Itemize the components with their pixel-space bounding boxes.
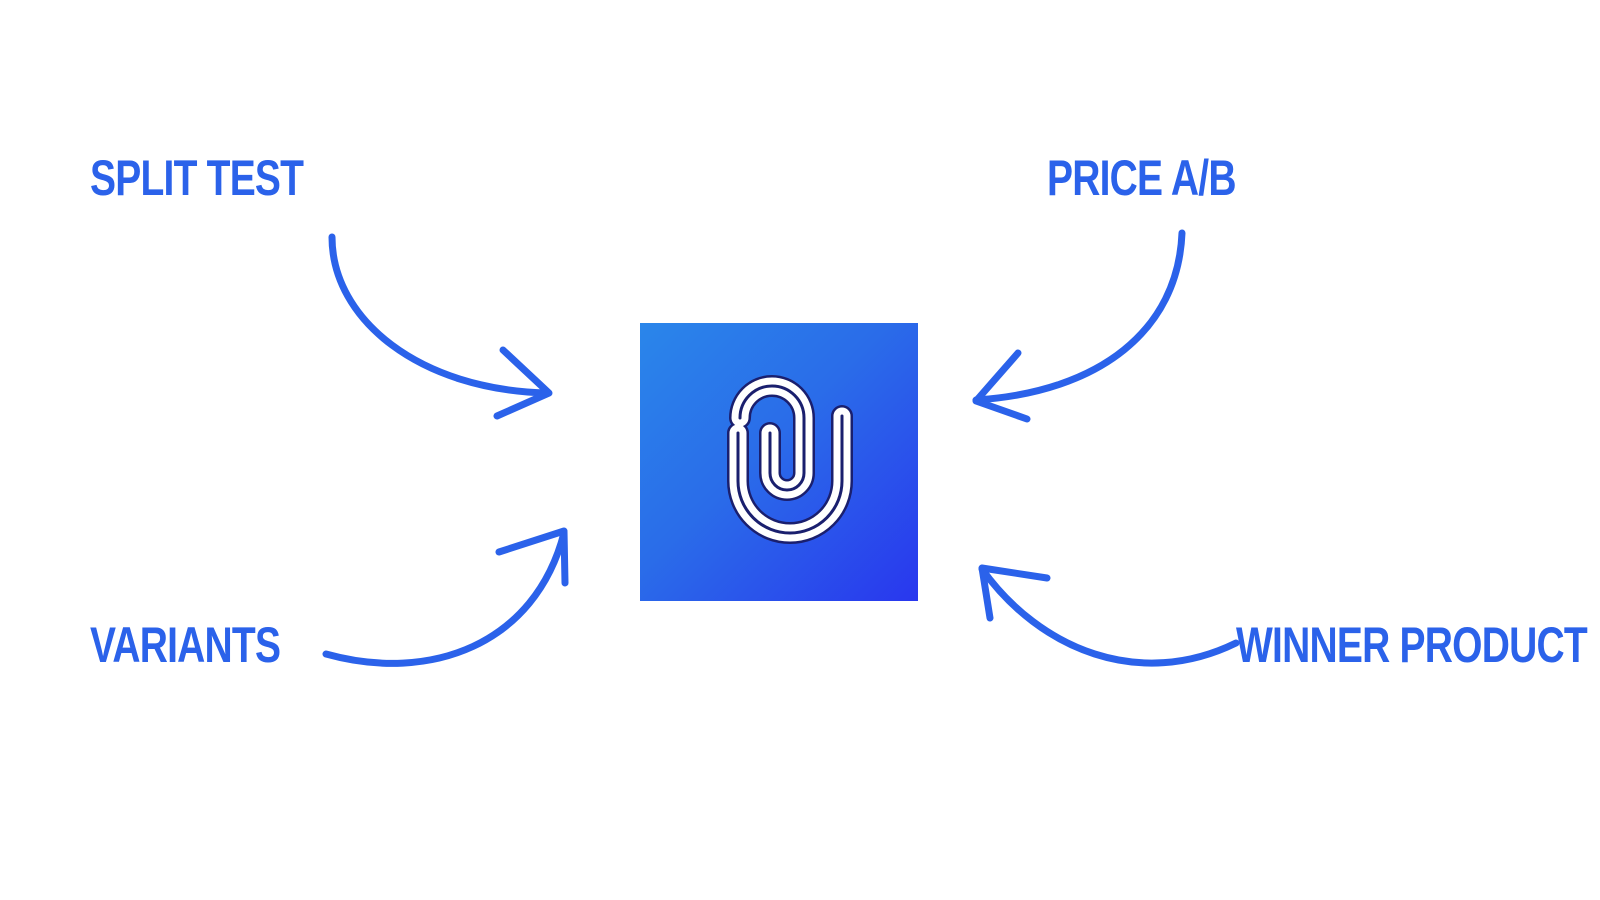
arrow-split-test [328,233,553,420]
arrow-variants [322,527,569,667]
arrow-variants-shaft [322,529,568,667]
arrow-price-ab-head [972,349,1031,423]
arrow-split-test-shaft [328,233,551,397]
label-variants: VARIANTS [90,617,281,673]
arrow-variants-head [495,527,569,587]
arrow-winner-product-head [978,564,1051,622]
label-split-test: SPLIT TEST [90,150,304,206]
paperclip-u-logo-icon [727,375,853,544]
arrow-split-test-head [493,346,553,420]
label-price-ab: PRICE A/B [1047,150,1237,206]
arrow-winner-product [978,564,1240,667]
arrow-price-ab [972,229,1186,423]
label-winner-product: WINNER PRODUCT [1236,617,1588,673]
arrow-winner-product-shaft [978,565,1240,667]
arrow-price-ab-shaft [972,229,1186,404]
app-logo [640,323,918,601]
